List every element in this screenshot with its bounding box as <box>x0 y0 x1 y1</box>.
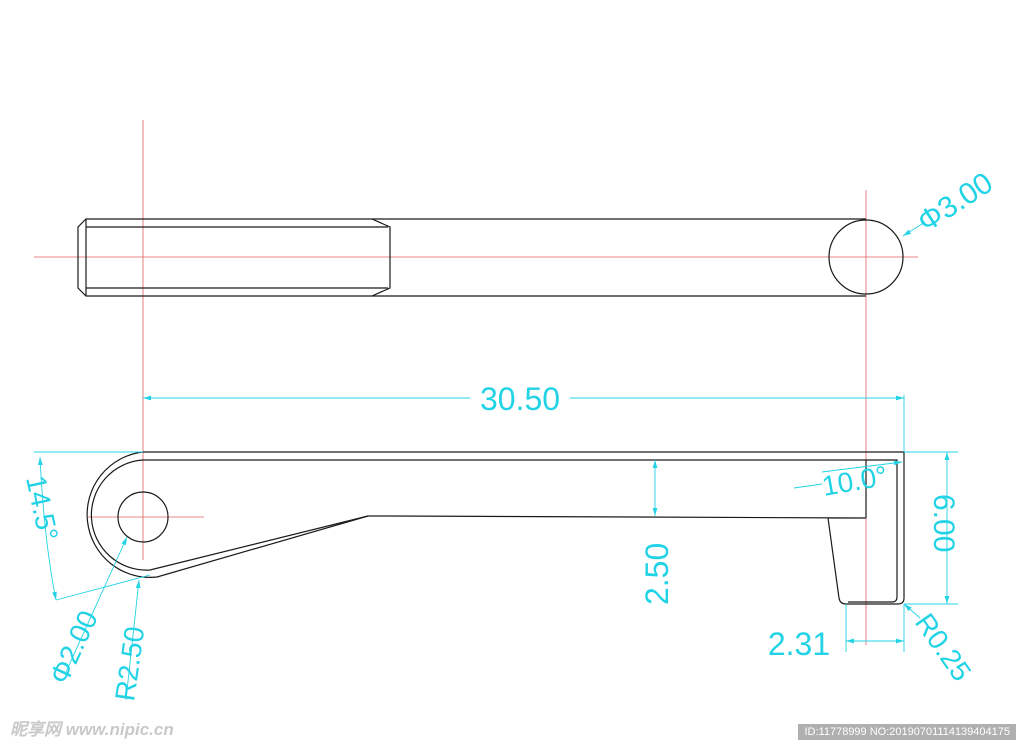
threaded-end-outline <box>77 218 372 297</box>
dim-end-radius-leader <box>125 579 141 701</box>
dim-hook-width-label: 2.31 <box>768 626 830 662</box>
centerlines <box>34 120 918 645</box>
thread-chamfer <box>371 218 391 297</box>
pivot-hole <box>117 491 169 543</box>
dim-angle-right-extension <box>821 460 903 473</box>
watermark-image-id: ID:11778999 NO:20190701114139404175 <box>798 724 1016 740</box>
dimensions: 30.50 Φ3.00 14.5° Φ2.00 R2.50 2.50 10.0°… <box>20 166 999 702</box>
top-view <box>77 218 904 297</box>
dim-corner-radius-leader <box>903 603 921 619</box>
dim-corner-radius-label: R0.25 <box>909 608 977 687</box>
dim-angle-left-arc <box>37 456 57 601</box>
lever-inner-profile <box>90 459 898 603</box>
lever-outer-profile <box>86 451 905 605</box>
dim-length-label: 30.50 <box>480 381 560 417</box>
dim-top-diameter-label: Φ3.00 <box>912 166 999 239</box>
dim-hole-label: Φ2.00 <box>43 606 104 689</box>
dim-angle-right-leader <box>793 483 823 489</box>
dim-end-radius-label: R2.50 <box>109 625 150 703</box>
dim-hook-height-label: 6.00 <box>927 494 960 552</box>
end-circle <box>828 219 904 295</box>
dim-angle-left-extension-lower <box>55 574 151 601</box>
dim-thickness-label: 2.50 <box>639 543 675 605</box>
side-view <box>86 451 905 605</box>
dim-hole-leader <box>65 536 128 673</box>
dim-angle-left-label: 14.5° <box>20 473 64 544</box>
dim-angle-right-label: 10.0° <box>820 460 890 502</box>
watermark-site: 昵享网 www.nipic.cn <box>10 720 174 739</box>
dim-top-diameter-leader <box>902 221 926 237</box>
